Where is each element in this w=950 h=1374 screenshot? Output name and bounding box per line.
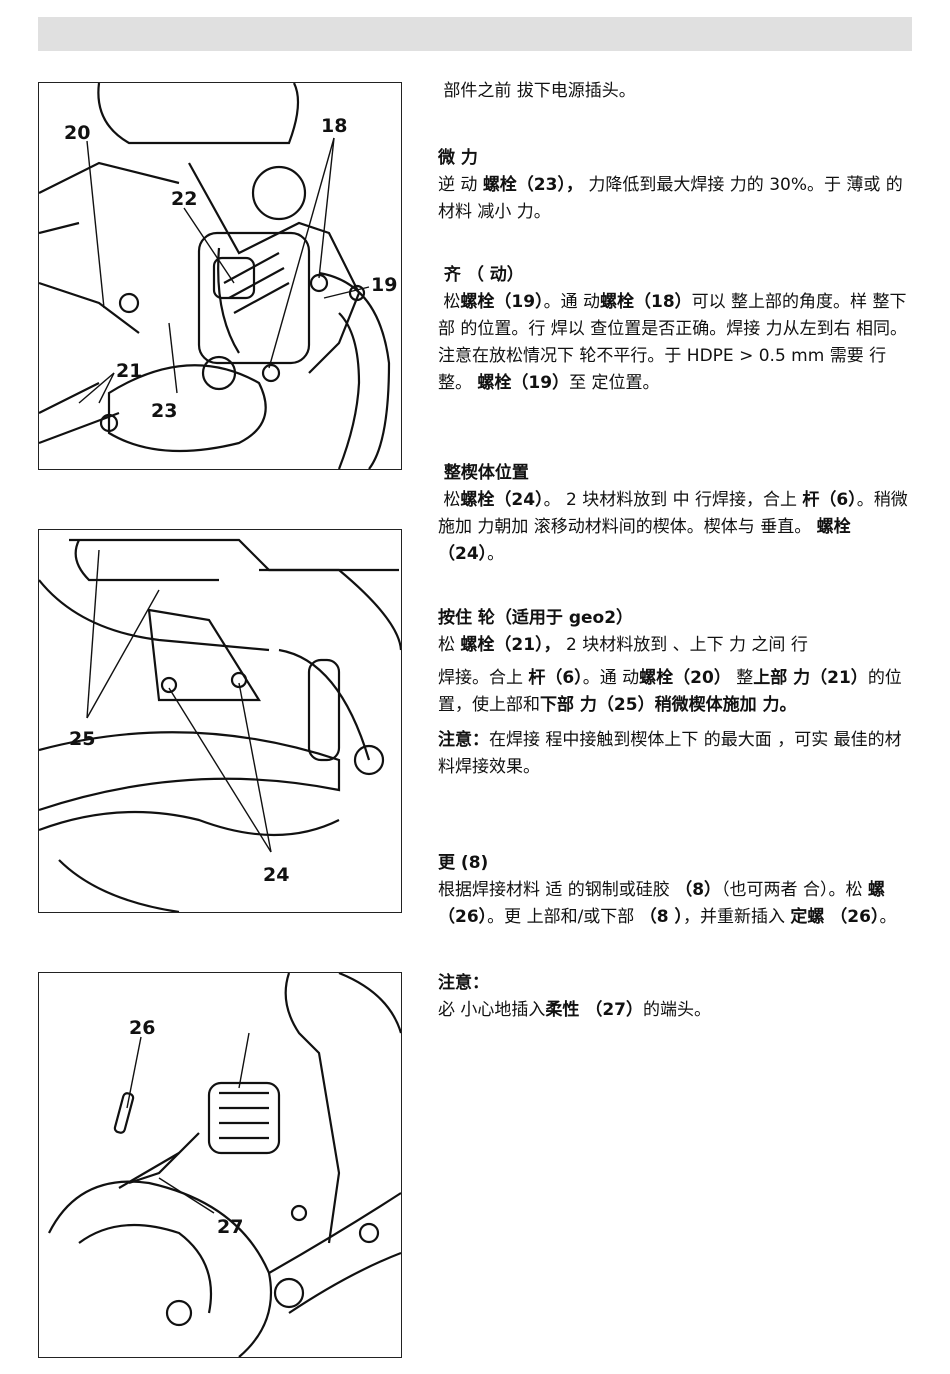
section-wedge-heading: 整楔体位置 <box>443 463 529 483</box>
section-replace-heading: 更 (8) <box>438 853 489 873</box>
header-bar <box>38 17 912 51</box>
figure-2-wedge-position: 25 24 <box>38 529 402 913</box>
section-force-adjust: 微 力 逆 动 螺栓（23）， 力降低到最大焊接 力的 30%。于 薄或 的材料… <box>438 145 914 226</box>
section-note-flex: 注意： 必 小心地插入柔性 （27）的端头。 <box>438 970 914 1024</box>
intro-text: 部件之前 拔下电源插头。 <box>443 81 636 101</box>
note-label: 注意： <box>438 730 489 750</box>
fig3-label-27: 27 <box>217 1216 243 1238</box>
section-replace-roller: 更 (8) 根据焊接材料 适 的钢制或硅胶 （8）（也可两者 合）。松 螺 （2… <box>438 850 914 931</box>
fig1-label-23: 23 <box>151 400 177 422</box>
figure-1-roller-adjustment: 20 18 22 19 21 23 <box>38 82 402 470</box>
fig3-label-26: 26 <box>129 1017 155 1039</box>
fig1-label-22: 22 <box>171 188 197 210</box>
fig1-label-20: 20 <box>64 122 90 144</box>
section-press-roller-heading: 按住 轮（适用于 geo2） <box>438 608 634 628</box>
fig2-label-25: 25 <box>69 728 95 750</box>
section-wedge-position: 整楔体位置 松螺栓（24）。 2 块材料放到 中 行焊接，合上 杆（6）。稍微施… <box>438 460 914 568</box>
fig1-label-18: 18 <box>321 115 347 137</box>
fig2-label-24: 24 <box>263 864 289 886</box>
section-alignment-heading: 齐 （ 动） <box>443 265 524 285</box>
figure-3-drawing: 26 27 <box>48 973 401 1357</box>
fig1-label-21: 21 <box>116 360 142 382</box>
section-alignment: 齐 （ 动） 松螺栓（19）。通 动螺栓（18）可以 整上部的角度。样 整下部 … <box>438 262 914 397</box>
figure-3-roller-replacement: 26 27 <box>38 972 402 1358</box>
figure-1-drawing: 20 18 22 19 21 23 <box>39 83 397 469</box>
section-force-adjust-heading: 微 力 <box>438 148 478 168</box>
figure-2-drawing: 25 24 <box>39 538 401 912</box>
section-note-heading: 注意： <box>438 973 489 993</box>
fig1-label-19: 19 <box>371 274 397 296</box>
intro-paragraph: 部件之前 拔下电源插头。 <box>438 78 914 105</box>
section-press-roller: 按住 轮（适用于 geo2） 松 螺栓（21）， 2 块材料放到 、上下 力 之… <box>438 605 914 781</box>
